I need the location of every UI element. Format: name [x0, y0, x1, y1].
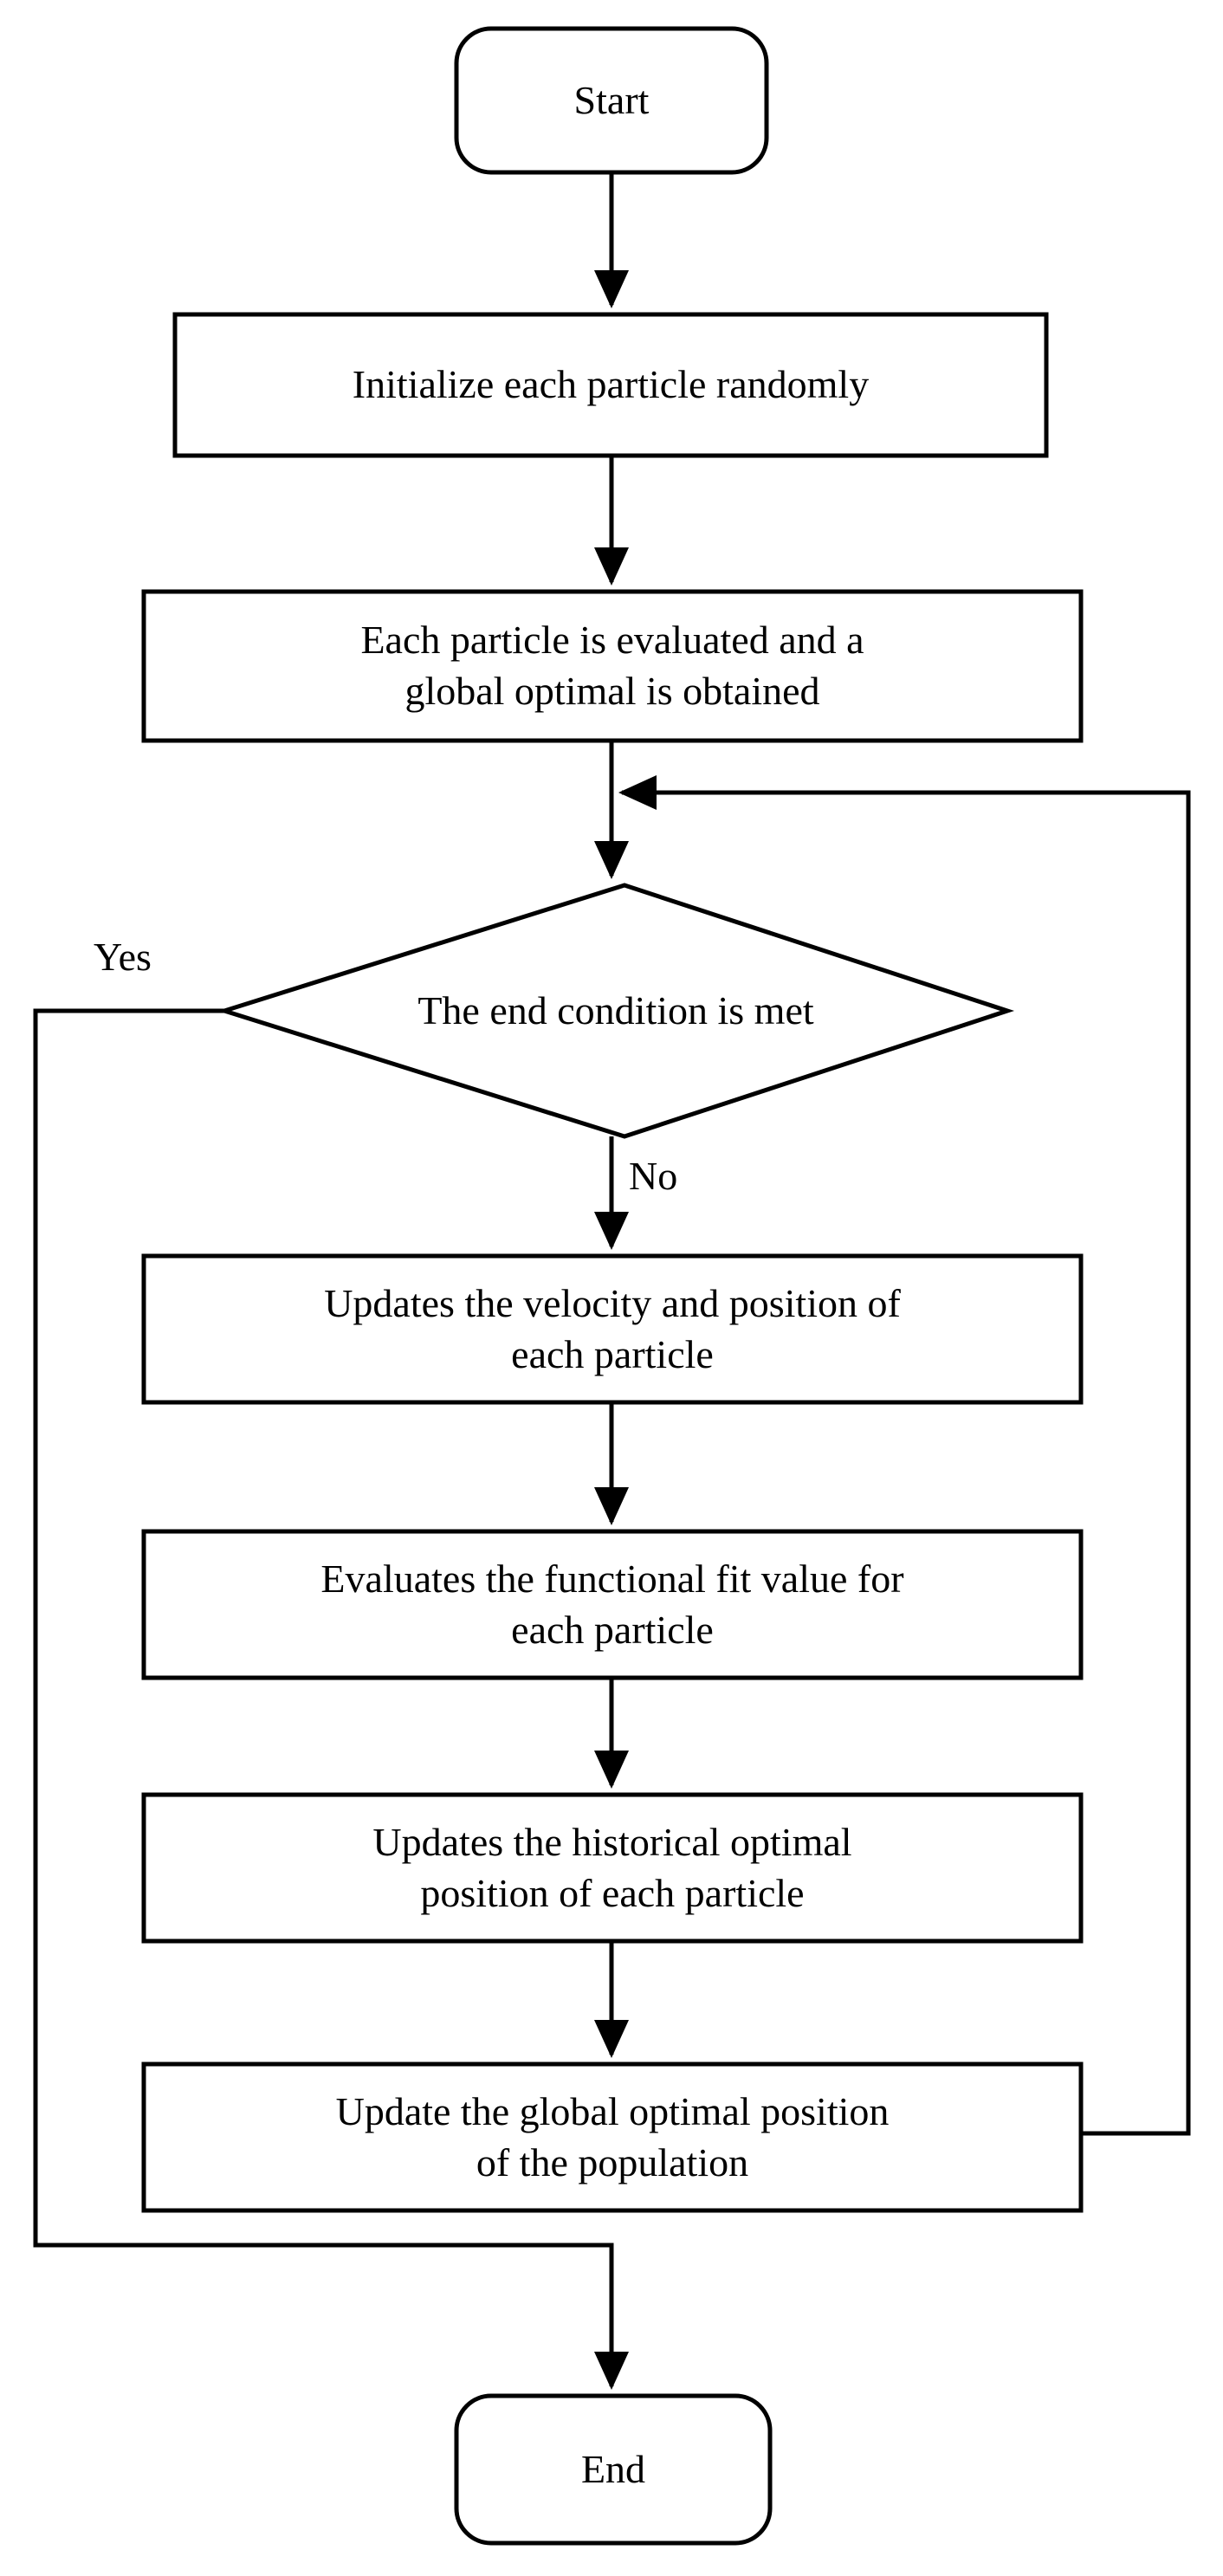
node-evaluate-global-shape[interactable]: [141, 589, 1084, 743]
node-update-historical[interactable]: [144, 1795, 1081, 1941]
node-evaluate-global[interactable]: [144, 592, 1081, 741]
node-update-velocity-shape[interactable]: [141, 1253, 1084, 1405]
node-end-shape[interactable]: [454, 2393, 773, 2546]
edge-label-yes: Yes: [94, 935, 152, 979]
node-initialize-shape[interactable]: [172, 312, 1049, 458]
edge-decision-yes-to-end: [33, 1008, 629, 2390]
edge-label-no: No: [629, 1154, 678, 1198]
node-end-condition[interactable]: [224, 885, 1007, 1136]
node-update-historical-shape[interactable]: [141, 1792, 1084, 1944]
node-update-global[interactable]: [144, 2064, 1081, 2210]
node-evaluate-fit-shape[interactable]: [141, 1529, 1084, 1680]
node-end-condition-shape[interactable]: [217, 883, 1015, 1139]
node-initialize[interactable]: [175, 314, 1046, 456]
node-start[interactable]: [456, 29, 767, 172]
node-update-global-shape[interactable]: [141, 2061, 1084, 2213]
node-evaluate-fit[interactable]: [144, 1531, 1081, 1678]
node-update-velocity[interactable]: [144, 1256, 1081, 1402]
node-end[interactable]: [456, 2396, 770, 2543]
edge-update-global-feedback: [618, 775, 1191, 2136]
